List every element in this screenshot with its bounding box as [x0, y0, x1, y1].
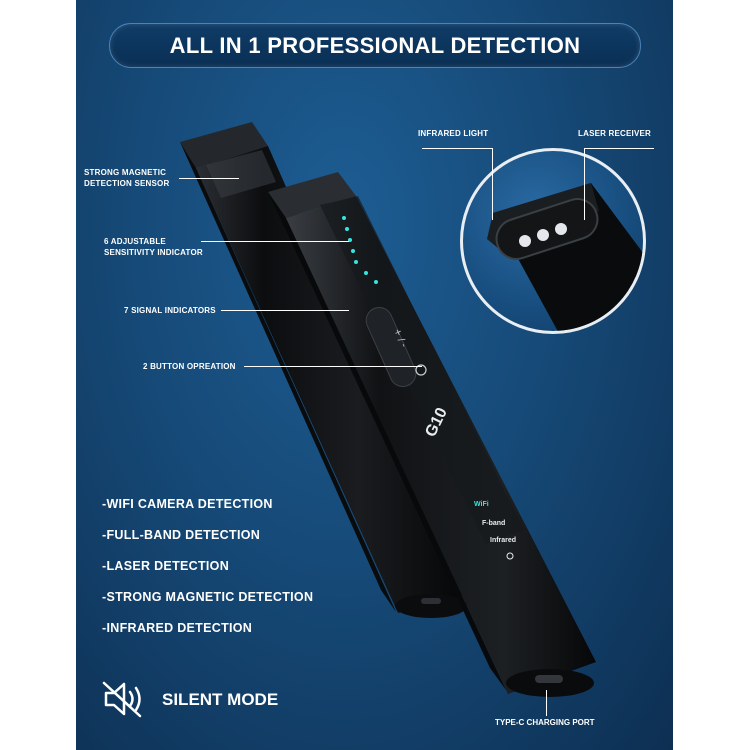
title-banner: ALL IN 1 PROFESSIONAL DETECTION — [109, 23, 641, 68]
line-buttons — [244, 366, 422, 367]
feature-laser: -LASER DETECTION — [102, 559, 230, 573]
callout-laser-receiver: LASER RECEIVER — [578, 129, 652, 138]
laser-mode-icon — [506, 552, 514, 560]
mode-infrared: Infrared — [490, 537, 516, 544]
vline-infrared — [492, 148, 493, 220]
line-magnetic — [179, 178, 239, 179]
device-back — [180, 122, 467, 618]
line-infrared — [422, 148, 492, 149]
line-signal — [221, 310, 349, 311]
feature-magnetic: -STRONG MAGNETIC DETECTION — [102, 590, 314, 604]
mode-fband: F-band — [482, 520, 505, 527]
mute-speaker-icon — [102, 681, 142, 718]
device-front: + / - G10 WiFi F-band Infrared — [268, 172, 596, 697]
vline-charging — [546, 690, 547, 716]
mode-wifi: WiFi — [474, 501, 489, 508]
power-icon — [415, 364, 427, 376]
page-title: ALL IN 1 PROFESSIONAL DETECTION — [169, 32, 581, 58]
callout-sensitivity: 6 ADJUSTABLE SENSITIVITY INDICATOR — [104, 237, 203, 257]
back-usb-port — [421, 598, 441, 604]
callout-magnetic-sensor: STRONG MAGNETIC DETECTION SENSOR — [84, 168, 170, 188]
line-laser — [584, 148, 654, 149]
product-panel: ALL IN 1 PROFESSIONAL DETECTION — [76, 0, 673, 750]
callout-charging-port: TYPE-C CHARGING PORT — [495, 718, 595, 727]
callout-infrared-light: INFRARED LIGHT — [418, 129, 489, 138]
silent-mode-label: SILENT MODE — [162, 690, 279, 709]
vline-laser — [584, 148, 585, 220]
feature-fullband: -FULL-BAND DETECTION — [102, 528, 261, 542]
sensitivity-leds — [342, 216, 378, 284]
infrared-light-icon — [519, 235, 531, 247]
sensor-zoom-circle — [460, 148, 646, 334]
feature-infrared: -INFRARED DETECTION — [102, 621, 253, 635]
front-usb-port — [535, 675, 563, 683]
line-sensitivity — [201, 241, 349, 242]
callout-signal: 7 SIGNAL INDICATORS — [124, 306, 216, 315]
laser-receiver-icon — [555, 223, 567, 235]
feature-wifi: -WIFI CAMERA DETECTION — [102, 497, 273, 511]
device-illustration: + / - G10 WiFi F-band Infrared — [180, 122, 596, 697]
callout-buttons: 2 BUTTON OPREATION — [143, 362, 236, 371]
